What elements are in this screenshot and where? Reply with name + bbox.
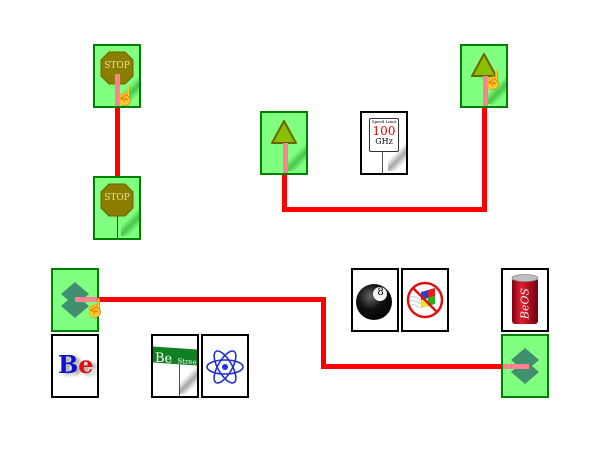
no-windows-icon: [406, 281, 444, 319]
tile-shadow: [288, 141, 306, 171]
speed-limit-sign-icon: Speed Limit 100 GHz: [369, 118, 399, 152]
speed-limit-caption: Speed Limit: [371, 119, 397, 124]
path-highlight: [483, 76, 488, 106]
stop-sign-icon: [100, 183, 134, 217]
sign-pole: [117, 212, 118, 238]
hand-cursor-icon: ☝: [114, 86, 137, 107]
path-diamond-link-top: [78, 297, 326, 302]
tile-atom[interactable]: [201, 334, 249, 398]
stop-label: STOP: [104, 193, 130, 203]
path-yield-link-right: [482, 82, 487, 212]
sign-pole: [179, 364, 180, 396]
tile-stop-1[interactable]: STOP: [93, 44, 141, 108]
tile-shadow: [179, 364, 197, 394]
street-sign-street: Street: [177, 357, 199, 367]
tile-shadow: [488, 74, 506, 104]
hand-cursor-icon: ☝: [482, 70, 505, 91]
beos-can-label: BeOS: [518, 287, 532, 320]
tile-be-street[interactable]: Be Street: [151, 334, 199, 398]
path-yield-link-bottom: [282, 207, 487, 212]
tile-no-windows[interactable]: [401, 268, 449, 332]
tile-yield-1[interactable]: [460, 44, 508, 108]
path-diamond-link-bottom: [321, 364, 526, 369]
path-highlight: [75, 297, 97, 302]
speed-limit-unit: GHz: [375, 137, 393, 146]
path-highlight: [283, 143, 288, 173]
path-highlight: [115, 74, 120, 106]
tile-be-logo[interactable]: Be: [51, 334, 99, 398]
tile-diamond-1[interactable]: [51, 268, 99, 332]
speed-limit-value: 100: [372, 124, 396, 138]
eight-ball-number: 8: [377, 287, 384, 298]
beos-can-icon: [511, 274, 539, 324]
stop-sign-icon: [100, 51, 134, 85]
tile-speed-limit[interactable]: Speed Limit 100 GHz: [360, 111, 408, 175]
tile-beos-can[interactable]: BeOS: [501, 268, 549, 332]
tile-diamond-2[interactable]: [501, 334, 549, 398]
atom-icon: [206, 350, 244, 384]
tile-stop-2[interactable]: STOP: [93, 176, 141, 240]
be-logo-icon: Be: [58, 350, 94, 379]
stop-label: STOP: [104, 61, 130, 71]
eight-ball-icon: [356, 284, 392, 320]
path-yield-link-left: [282, 145, 287, 212]
sign-pole: [382, 151, 383, 173]
tile-eight-ball[interactable]: 8: [351, 268, 399, 332]
tile-yield-2[interactable]: [260, 111, 308, 175]
hand-cursor-icon: ☝: [84, 298, 107, 319]
path-stop-link: [115, 72, 120, 212]
path-diamond-link-mid: [321, 297, 326, 369]
be-logo-b: B: [58, 350, 79, 379]
path-highlight: [503, 364, 529, 369]
street-sign-icon: Be Street: [153, 346, 199, 367]
street-sign-be: Be: [155, 350, 173, 367]
be-logo-e: e: [78, 350, 94, 379]
